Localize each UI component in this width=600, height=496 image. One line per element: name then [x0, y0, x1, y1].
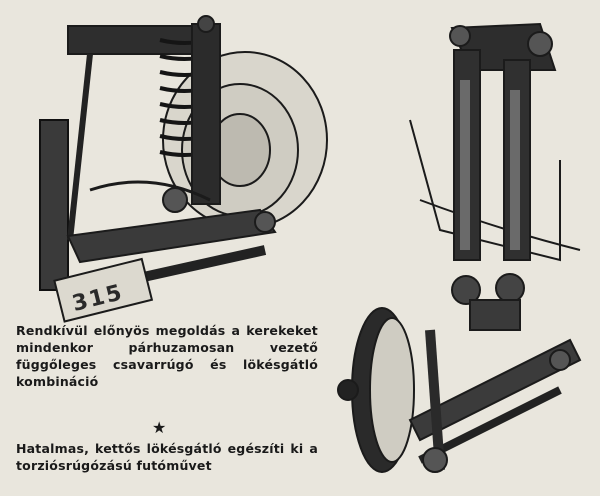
caption-double-shock: Hatalmas, kettős lökésgátló egészíti ki … [16, 441, 318, 473]
star-separator: ★ [152, 418, 167, 437]
caption-coil-spring: Rendkívül előnyös megoldás a kerekeket m… [16, 323, 318, 389]
